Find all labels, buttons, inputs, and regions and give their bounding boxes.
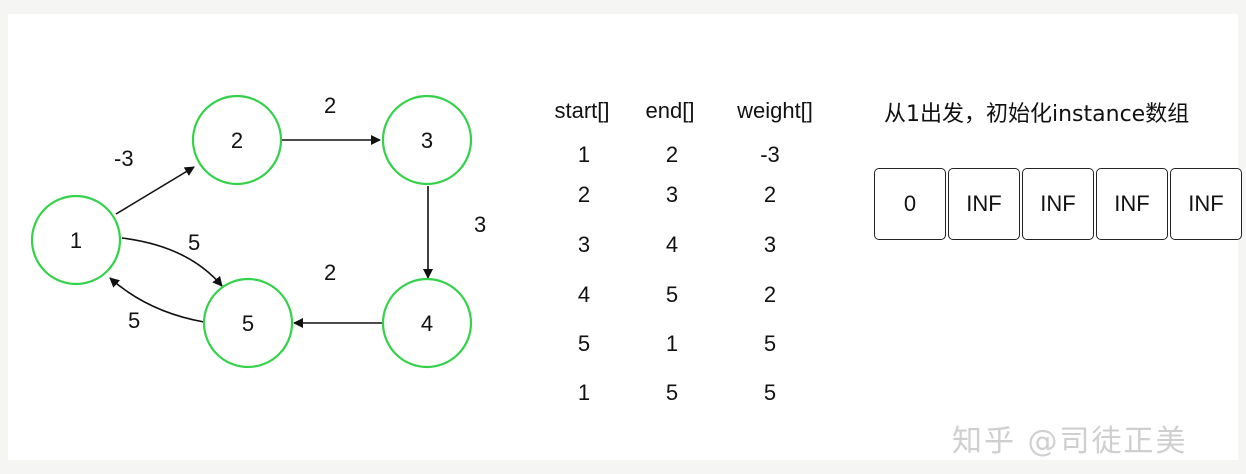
table-cell: 5 [763,331,777,356]
distance-cell-4: INF [1096,168,1168,240]
table-cell: 3 [763,232,777,257]
distance-array: 0 INF INF INF INF [874,168,1244,240]
diagram-canvas: -3 2 3 2 5 5 1 2 3 4 5 start[] end[] [8,14,1242,460]
node-label-1: 1 [70,228,82,253]
table-cell: -3 [760,142,780,167]
table-cell: 5 [665,380,679,405]
watermark: 知乎 @司徒正美 [952,424,1188,459]
distance-cell-1: 0 [874,168,946,240]
graph-node-1: 1 [30,194,122,286]
graph-diagram: -3 2 3 2 5 5 1 2 3 4 5 [30,93,486,369]
table-cell: 2 [763,182,777,207]
edge-weight-2-3: 2 [324,93,336,118]
edge-1-2 [115,166,195,215]
table-cell: 1 [665,331,679,356]
table-cell: 3 [577,232,591,257]
edge-5-1 [109,277,205,323]
graph-node-4: 4 [381,277,473,369]
node-label-5: 5 [242,311,254,336]
graph-node-3: 3 [381,94,473,186]
distance-cell-2: INF [948,168,1020,240]
table-header-start: start[] [554,98,610,123]
table-cell: 2 [577,182,591,207]
edge-weight-1-2: -3 [114,146,134,171]
distance-cell-5: INF [1170,168,1242,240]
edge-weight-1-5: 5 [188,230,200,255]
graph-node-5: 5 [202,277,294,369]
node-label-4: 4 [421,311,433,336]
table-cell: 4 [577,282,591,307]
node-label-3: 3 [421,128,433,153]
distance-cell-3: INF [1022,168,1094,240]
table-cell: 3 [665,182,679,207]
edge-1-5 [121,237,223,287]
edge-weight-3-4: 3 [474,212,486,237]
table-cell: 4 [665,232,679,257]
edge-weight-4-5: 2 [324,260,336,285]
table-cell: 2 [665,142,679,167]
distance-array-title: 从1出发，初始化instance数组 [884,102,1190,127]
table-cell: 2 [763,282,777,307]
graph-node-2: 2 [191,94,283,186]
node-label-2: 2 [231,128,243,153]
table-header-weight: weight[] [737,98,813,123]
table-cell: 5 [763,380,777,405]
table-cell: 1 [577,142,591,167]
edge-weight-5-1: 5 [128,308,140,333]
table-cell: 1 [577,380,591,405]
table-cell: 5 [665,282,679,307]
table-cell: 5 [577,331,591,356]
table-header-end: end[] [645,98,695,123]
